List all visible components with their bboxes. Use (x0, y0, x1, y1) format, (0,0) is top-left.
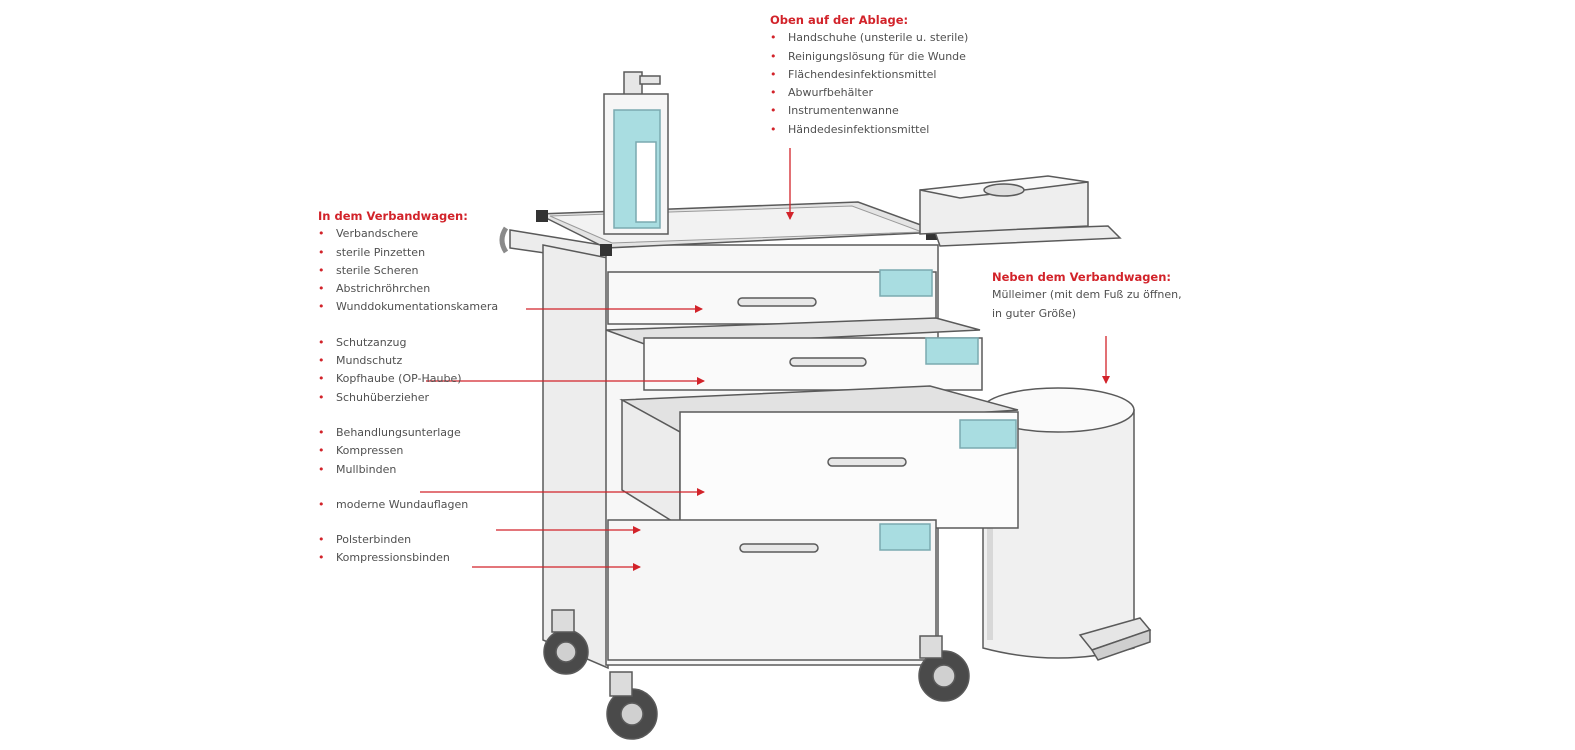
list-item: Händedesinfektionsmittel (770, 121, 968, 140)
list-item: Instrumentenwanne (770, 102, 968, 121)
list-item: Mullbinden (318, 461, 498, 480)
disinfectant-dispenser-icon (603, 71, 669, 235)
list-item: Schuhüberzieher (318, 389, 498, 408)
list-item: moderne Wundauflagen (318, 496, 498, 515)
inside-heading: In dem Verbandwagen: (318, 209, 468, 223)
beside-callout: Neben dem Verbandwagen: Mülleimer (mit d… (992, 268, 1192, 323)
list-item: Behandlungsunterlage (318, 424, 498, 443)
inside-group-5: Polsterbinden Kompressionsbinden (318, 531, 498, 568)
list-item: Schutzanzug (318, 334, 498, 353)
list-item: Kompressen (318, 442, 498, 461)
instrument-tray-icon (919, 175, 1089, 235)
top-list: Handschuhe (unsterile u. sterile) Reinig… (770, 29, 968, 139)
list-item: Abwurfbehälter (770, 84, 968, 103)
top-heading: Oben auf der Ablage: (770, 13, 909, 27)
beside-text: Mülleimer (mit dem Fuß zu öffnen, in gut… (992, 288, 1182, 320)
beside-heading: Neben dem Verbandwagen: (992, 270, 1172, 284)
list-item: Flächendesinfektionsmittel (770, 66, 968, 85)
inside-callout: In dem Verbandwagen: Verbandschere steri… (318, 207, 498, 585)
list-item: Reinigungslösung für die Wunde (770, 48, 968, 67)
list-item: sterile Scheren (318, 262, 498, 281)
list-item: Handschuhe (unsterile u. sterile) (770, 29, 968, 48)
inside-group-3: Behandlungsunterlage Kompressen Mullbind… (318, 424, 498, 479)
list-item: Abstrichröhrchen (318, 280, 498, 299)
list-item: Polsterbinden (318, 531, 498, 550)
list-item: Wunddokumentationskamera (318, 298, 498, 317)
inside-group-4: moderne Wundauflagen (318, 496, 498, 515)
list-item: Kompressionsbinden (318, 549, 498, 568)
callout-arrows (420, 148, 1110, 571)
pedal-bin-icon (981, 387, 1152, 661)
list-item: Mundschutz (318, 352, 498, 371)
list-item: sterile Pinzetten (318, 244, 498, 263)
top-callout: Oben auf der Ablage: Handschuhe (unsteri… (770, 11, 968, 139)
inside-group-2: Schutzanzug Mundschutz Kopfhaube (OP-Hau… (318, 334, 498, 407)
list-item: Kopfhaube (OP-Haube) (318, 370, 498, 389)
inside-group-1: Verbandschere sterile Pinzetten sterile … (318, 225, 498, 317)
list-item: Verbandschere (318, 225, 498, 244)
